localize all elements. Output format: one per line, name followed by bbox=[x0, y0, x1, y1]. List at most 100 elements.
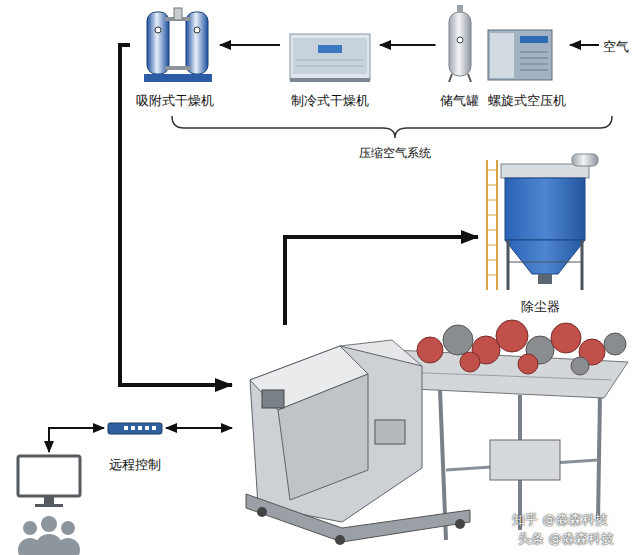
adsorption-dryer-picture bbox=[155, 27, 161, 33]
color-sorter-picture bbox=[246, 494, 470, 542]
operators-icon bbox=[41, 516, 57, 532]
computer-monitor-icon bbox=[44, 497, 54, 504]
color-sorter-picture bbox=[335, 535, 345, 545]
screw-compressor-picture bbox=[520, 36, 548, 43]
refrigerated-dryer-picture bbox=[293, 38, 367, 74]
node-label: 储气罐 bbox=[440, 93, 479, 109]
adsorption-dryer-picture bbox=[194, 27, 200, 33]
screw-compressor-picture bbox=[488, 30, 552, 80]
network-switch-icon bbox=[124, 426, 128, 430]
color-sorter-picture bbox=[604, 333, 626, 355]
dust-collector-picture bbox=[487, 215, 497, 216]
color-sorter-picture bbox=[278, 374, 368, 500]
computer-box bbox=[14, 452, 84, 510]
network-switch-icon bbox=[131, 426, 135, 430]
adsorption-dryer-picture bbox=[144, 74, 212, 82]
dust-collector-picture bbox=[581, 240, 584, 290]
dust-collector-picture bbox=[487, 230, 497, 231]
adsorption-dryer-picture bbox=[144, 8, 212, 82]
air-tank-picture bbox=[449, 5, 471, 82]
dust-collector-picture bbox=[487, 200, 497, 201]
color-sorter-picture bbox=[443, 325, 473, 355]
operators-icon bbox=[18, 516, 80, 555]
network-switch-icon bbox=[108, 423, 162, 434]
equipment-box: 螺旋式空压机 bbox=[484, 25, 570, 112]
network-switch-icon bbox=[145, 426, 149, 430]
adsorption-dryer-picture bbox=[165, 66, 191, 70]
screw-compressor-picture bbox=[488, 30, 552, 80]
group-bracket bbox=[172, 116, 612, 138]
flow-connector bbox=[166, 427, 232, 429]
dust-collector-picture bbox=[487, 260, 497, 261]
flow-connector bbox=[49, 428, 104, 452]
input-label-box: 空气 bbox=[599, 36, 633, 58]
dust-collector-picture bbox=[505, 240, 585, 274]
refrigerated-dryer-picture bbox=[290, 34, 370, 82]
computer-monitor-icon bbox=[18, 456, 80, 496]
color-sorter-picture bbox=[262, 390, 284, 408]
refrigerated-dryer-picture bbox=[290, 78, 370, 82]
computer-monitor-icon bbox=[18, 456, 80, 507]
dust-collector-picture bbox=[486, 160, 488, 290]
color-sorter-picture bbox=[598, 395, 600, 520]
screw-compressor-picture bbox=[490, 33, 514, 78]
color-sorter-picture bbox=[455, 519, 465, 529]
node-label: 远程控制 bbox=[109, 457, 161, 473]
color-sorter-picture bbox=[257, 507, 267, 517]
refrigerated-dryer-picture bbox=[296, 66, 364, 67]
equipment-box: 吸附式干燥机 bbox=[130, 2, 220, 112]
air-tank-picture bbox=[449, 12, 471, 76]
network-switch-icon bbox=[138, 426, 142, 430]
color-sorter-picture bbox=[490, 440, 560, 480]
adsorption-dryer-picture bbox=[186, 12, 208, 74]
operators-icon bbox=[61, 521, 75, 535]
network-switch-icon bbox=[108, 423, 162, 434]
node-label: 制冷式干燥机 bbox=[291, 93, 369, 109]
dust-collector-picture bbox=[538, 274, 552, 284]
watermark: 知乎 @淼森科技 bbox=[512, 512, 607, 528]
dust-collector-picture bbox=[572, 154, 598, 166]
color-sorter-picture bbox=[375, 420, 405, 444]
screw-compressor-picture bbox=[520, 58, 548, 59]
flow-connector bbox=[285, 237, 478, 325]
color-sorter-picture bbox=[246, 320, 628, 545]
screw-compressor-picture bbox=[520, 70, 548, 71]
equipment-box: 制冷式干燥机 bbox=[280, 25, 380, 112]
refrigerated-dryer-picture bbox=[290, 34, 370, 80]
air-tank-picture bbox=[468, 74, 471, 82]
network-switch-icon bbox=[152, 426, 156, 430]
flow-connector bbox=[380, 44, 436, 46]
air-tank-picture bbox=[457, 5, 463, 13]
color-sorter-picture bbox=[551, 323, 581, 353]
adsorption-dryer-picture bbox=[147, 12, 169, 74]
dust-collector-picture bbox=[487, 154, 598, 290]
color-sorter-picture bbox=[417, 337, 443, 363]
node-label: 空气 bbox=[603, 39, 629, 55]
screw-compressor-picture bbox=[520, 52, 548, 53]
color-sorter-picture bbox=[496, 320, 528, 352]
dust-collector-picture bbox=[487, 245, 497, 246]
dust-collector-picture bbox=[487, 185, 497, 186]
color-sorter-picture bbox=[518, 354, 538, 374]
node-label: 螺旋式空压机 bbox=[488, 93, 566, 109]
flow-connector bbox=[120, 45, 232, 385]
dust-collector-picture bbox=[507, 240, 510, 290]
refrigerated-dryer-picture bbox=[296, 60, 364, 61]
color-sorter-picture bbox=[250, 346, 422, 522]
equipment-box: 储气罐 bbox=[436, 2, 483, 112]
color-sorter-picture bbox=[571, 357, 589, 375]
air-tank-picture bbox=[449, 74, 452, 82]
dust-collector-picture bbox=[487, 170, 497, 171]
operators-icon bbox=[35, 534, 63, 555]
flow-connector bbox=[220, 44, 280, 46]
flow-connector bbox=[570, 44, 599, 46]
color-sorter-picture bbox=[460, 352, 480, 372]
dust-collector-picture bbox=[487, 275, 497, 276]
group-label: 压缩空气系统 bbox=[359, 146, 431, 161]
screw-compressor-picture bbox=[520, 64, 548, 65]
equipment-box: 除尘器 bbox=[478, 148, 602, 318]
adsorption-dryer-picture bbox=[174, 8, 182, 20]
node-label: 吸附式干燥机 bbox=[136, 93, 214, 109]
